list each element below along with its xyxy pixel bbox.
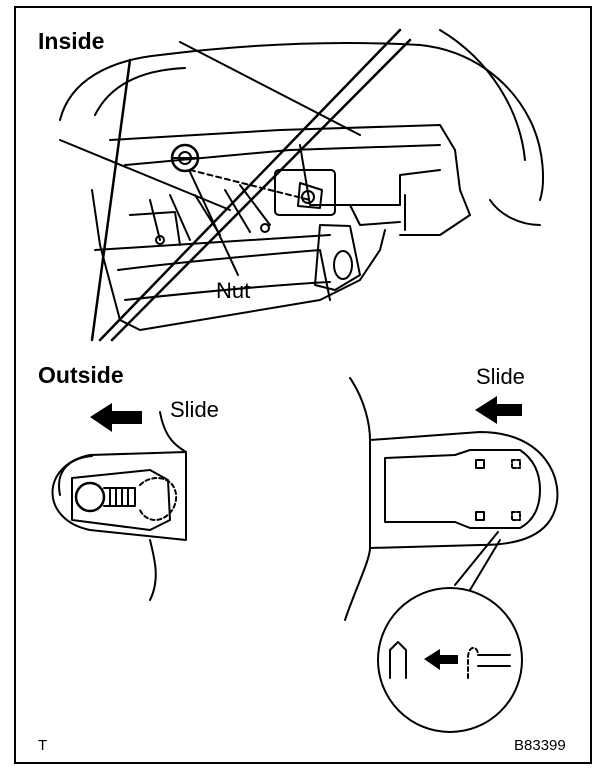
inside-heading: Inside: [38, 28, 105, 54]
detail-magnified-view: [377, 587, 523, 733]
outside-handle-cover-right: [344, 377, 559, 621]
outside-handle-cover-left: [51, 411, 187, 601]
arrow-left-icon: [475, 396, 522, 424]
corner-mark: T: [38, 737, 48, 754]
nut-label: Nut: [216, 278, 251, 303]
arrow-left-icon: [90, 403, 142, 432]
figure-code: B83399: [514, 737, 566, 754]
slide-label-left: Slide: [170, 397, 219, 422]
slide-label-right: Slide: [476, 364, 525, 389]
outside-heading: Outside: [38, 362, 124, 388]
arrow-left-icon: [424, 649, 458, 670]
figure-frame: [14, 6, 592, 764]
inside-door-panel: [59, 28, 544, 342]
